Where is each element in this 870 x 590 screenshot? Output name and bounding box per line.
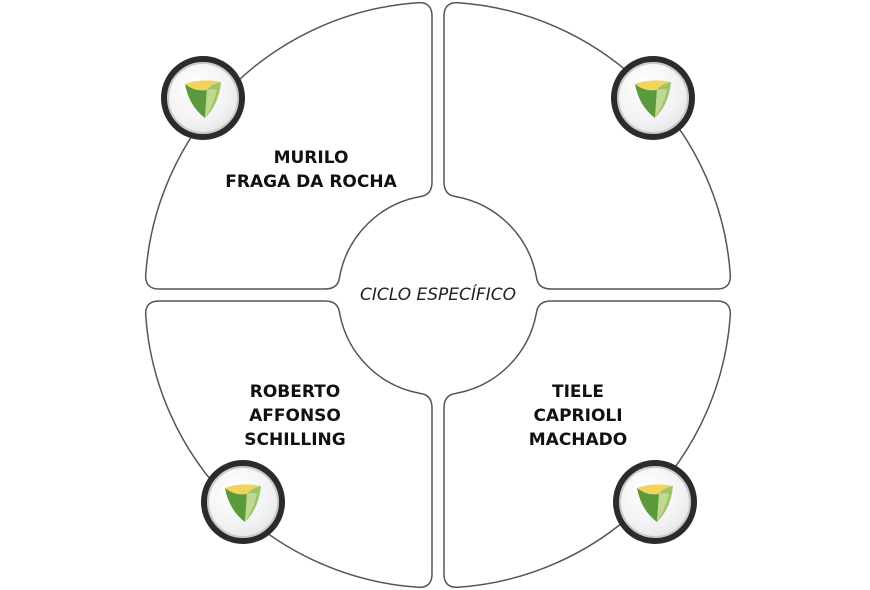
- name-line: TIELE: [552, 382, 604, 402]
- quadrant-top-left-name: MURILO FRAGA DA ROCHA: [225, 146, 396, 194]
- name-line: MACHADO: [528, 430, 628, 450]
- name-line: SCHILLING: [244, 430, 346, 450]
- shield-logo-icon: [611, 56, 695, 140]
- name-line: AFFONSO: [249, 406, 341, 426]
- center-label: CICLO ESPECÍFICO: [360, 285, 516, 305]
- quadrant-bottom-left-name: ROBERTO AFFONSO SCHILLING: [244, 380, 345, 452]
- shield-logo-icon: [613, 460, 697, 544]
- name-line: CAPRIOLI: [533, 406, 623, 426]
- quadrant-top-right: [443, 1, 732, 290]
- quadrant-bottom-right-name: TIELE CAPRIOLI MACHADO: [529, 380, 628, 452]
- name-line: MURILO: [273, 148, 349, 168]
- name-line: ROBERTO: [249, 382, 341, 402]
- shield-logo-icon: [161, 56, 245, 140]
- name-line: FRAGA DA ROCHA: [225, 172, 397, 192]
- shield-logo-icon: [201, 460, 285, 544]
